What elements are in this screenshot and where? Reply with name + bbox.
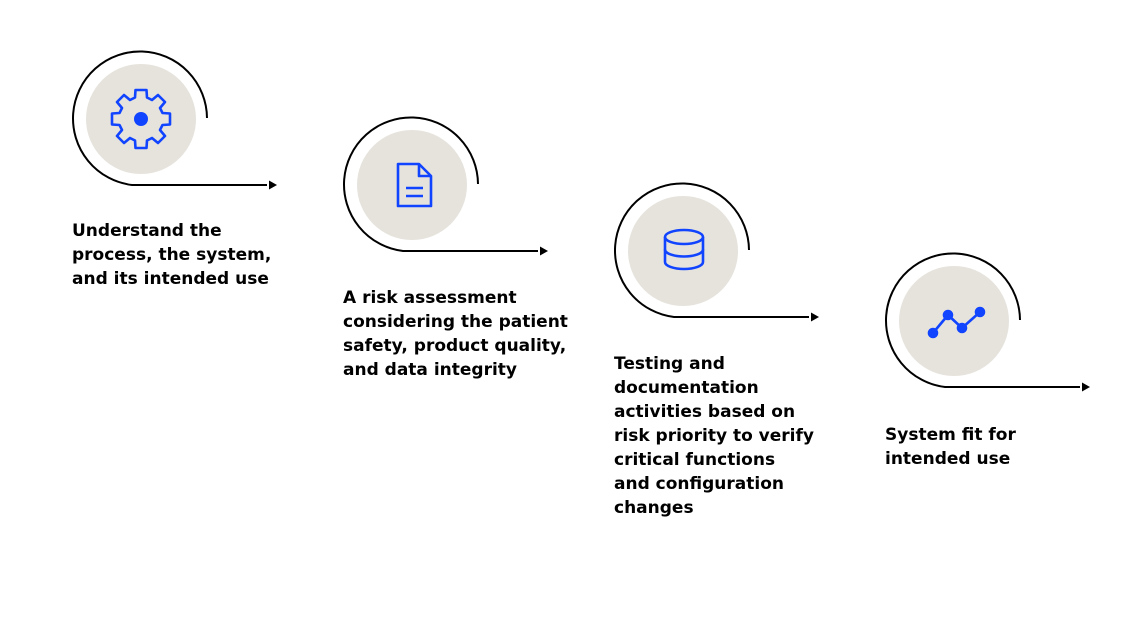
line-chart-icon <box>927 306 986 339</box>
icon-background <box>628 196 738 306</box>
step-4-caption: System fit for intended use <box>885 425 1016 469</box>
process-step-3: Testing and documentation activities bas… <box>614 182 864 542</box>
step-1-caption: Understand the process, the system, and … <box>72 221 272 289</box>
step-3-caption: Testing and documentation activities bas… <box>614 354 814 518</box>
document-icon <box>396 162 433 208</box>
process-step-1: Understand the process, the system, and … <box>72 50 322 410</box>
process-step-2: A risk assessment considering the patien… <box>343 116 593 476</box>
process-step-4: System fit for intended use <box>885 252 1135 612</box>
step-2-caption: A risk assessment considering the patien… <box>343 288 568 380</box>
gear-icon <box>110 88 172 150</box>
step-3-ring <box>614 182 819 322</box>
step-2-ring <box>343 116 548 256</box>
icon-background <box>357 130 467 240</box>
step-4-ring <box>885 252 1090 392</box>
database-icon <box>663 228 705 271</box>
step-1-ring <box>72 50 277 190</box>
